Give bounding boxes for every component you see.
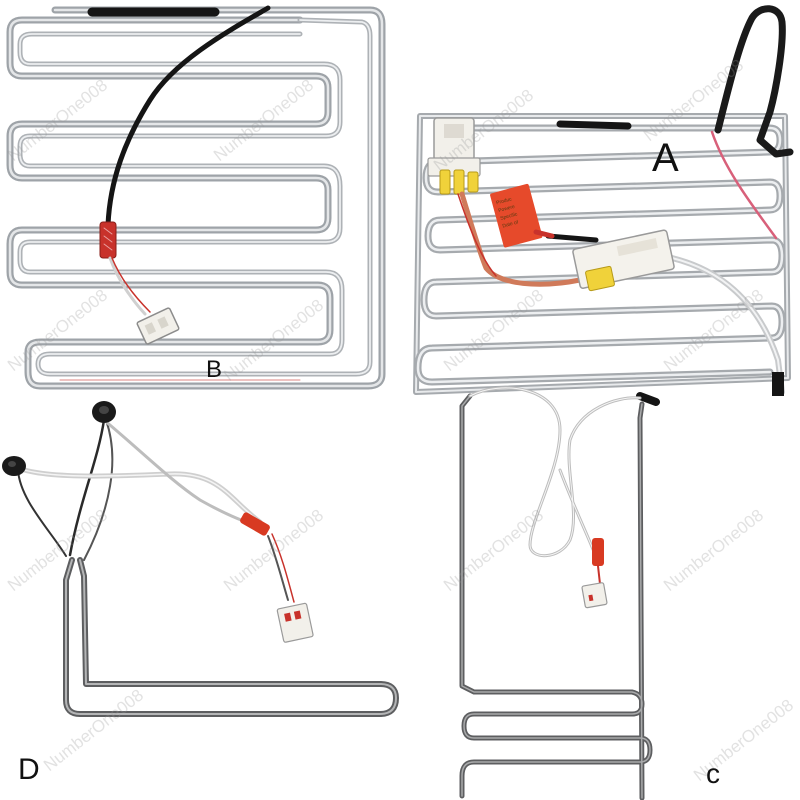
- heater-d-sensor-left: [2, 456, 26, 476]
- heater-a-hook-wire: [714, 5, 794, 158]
- heater-a-pink-wire: [710, 130, 778, 240]
- heater-a-icon: Produc Powere Specific Date of: [413, 5, 794, 396]
- svg-text:Date of: Date of: [502, 219, 520, 229]
- heater-b-icon: [6, 5, 386, 390]
- heater-c-connector: [581, 582, 608, 609]
- heater-b-tube-highlight: [8, 8, 384, 388]
- label-a: A: [652, 136, 679, 180]
- heater-d-connector: [276, 602, 314, 643]
- label-d: D: [18, 753, 40, 786]
- svg-text:Specific: Specific: [500, 211, 519, 221]
- heater-d-icon: [2, 401, 399, 717]
- label-b: B: [206, 356, 223, 383]
- heater-b-black-wire: [105, 5, 271, 228]
- heater-a-connector-lower: [572, 229, 675, 292]
- heater-c-red-sleeve: [592, 538, 604, 566]
- heater-c-icon: [459, 386, 660, 800]
- heater-a-label-tag: Produc Powere Specific Date of: [490, 183, 543, 248]
- svg-text:Powere: Powere: [498, 204, 516, 214]
- label-c: c: [706, 758, 720, 789]
- heater-b-connector: [136, 307, 180, 345]
- svg-text:Produc: Produc: [496, 196, 513, 206]
- heater-a-connector-upper: [427, 117, 481, 195]
- heater-d-red-sleeve: [240, 512, 270, 536]
- heater-d-sensor-top: [92, 401, 116, 423]
- heater-b-red-sleeve: [99, 221, 117, 259]
